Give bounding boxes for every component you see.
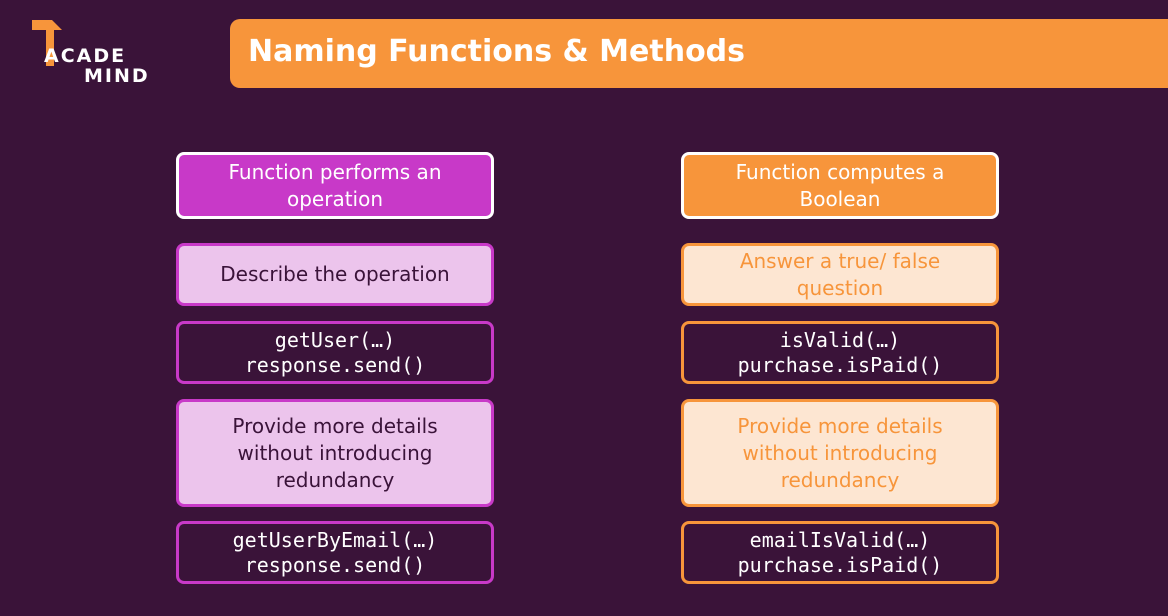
logo-text-line1: ACADE <box>44 45 127 67</box>
left-rule2-text: Provide more details without introducing… <box>232 413 438 492</box>
right-rule1-box: Answer a true/ false question <box>681 243 999 306</box>
right-example1-box: isValid(…) purchase.isPaid() <box>681 321 999 384</box>
left-rule2-box: Provide more details without introducing… <box>176 399 494 507</box>
logo-mark-icon <box>32 20 62 66</box>
right-example2-code: emailIsValid(…) purchase.isPaid() <box>737 527 943 577</box>
right-example2-box: emailIsValid(…) purchase.isPaid() <box>681 521 999 584</box>
left-example2-box: getUserByEmail(…) response.send() <box>176 521 494 584</box>
logo-text-line2: MIND <box>84 65 150 87</box>
right-rule2-box: Provide more details without introducing… <box>681 399 999 507</box>
left-example1-code: getUser(…) response.send() <box>244 327 426 377</box>
academind-logo: ACADE MIND <box>30 18 160 88</box>
left-rule1-text: Describe the operation <box>220 262 450 286</box>
slide-title: Naming Functions & Methods <box>248 34 746 69</box>
left-heading-text: Function performs an operation <box>228 159 442 211</box>
right-example1-code: isValid(…) purchase.isPaid() <box>737 327 943 377</box>
left-example2-code: getUserByEmail(…) response.send() <box>232 527 438 577</box>
right-rule1-text: Answer a true/ false question <box>739 248 941 300</box>
right-rule2-text: Provide more details without introducing… <box>737 413 943 492</box>
left-rule1-box: Describe the operation <box>176 243 494 306</box>
left-example1-box: getUser(…) response.send() <box>176 321 494 384</box>
left-heading-box: Function performs an operation <box>176 152 494 219</box>
title-bar: Naming Functions & Methods <box>230 19 1168 88</box>
right-heading-text: Function computes a Boolean <box>735 159 945 211</box>
right-heading-box: Function computes a Boolean <box>681 152 999 219</box>
